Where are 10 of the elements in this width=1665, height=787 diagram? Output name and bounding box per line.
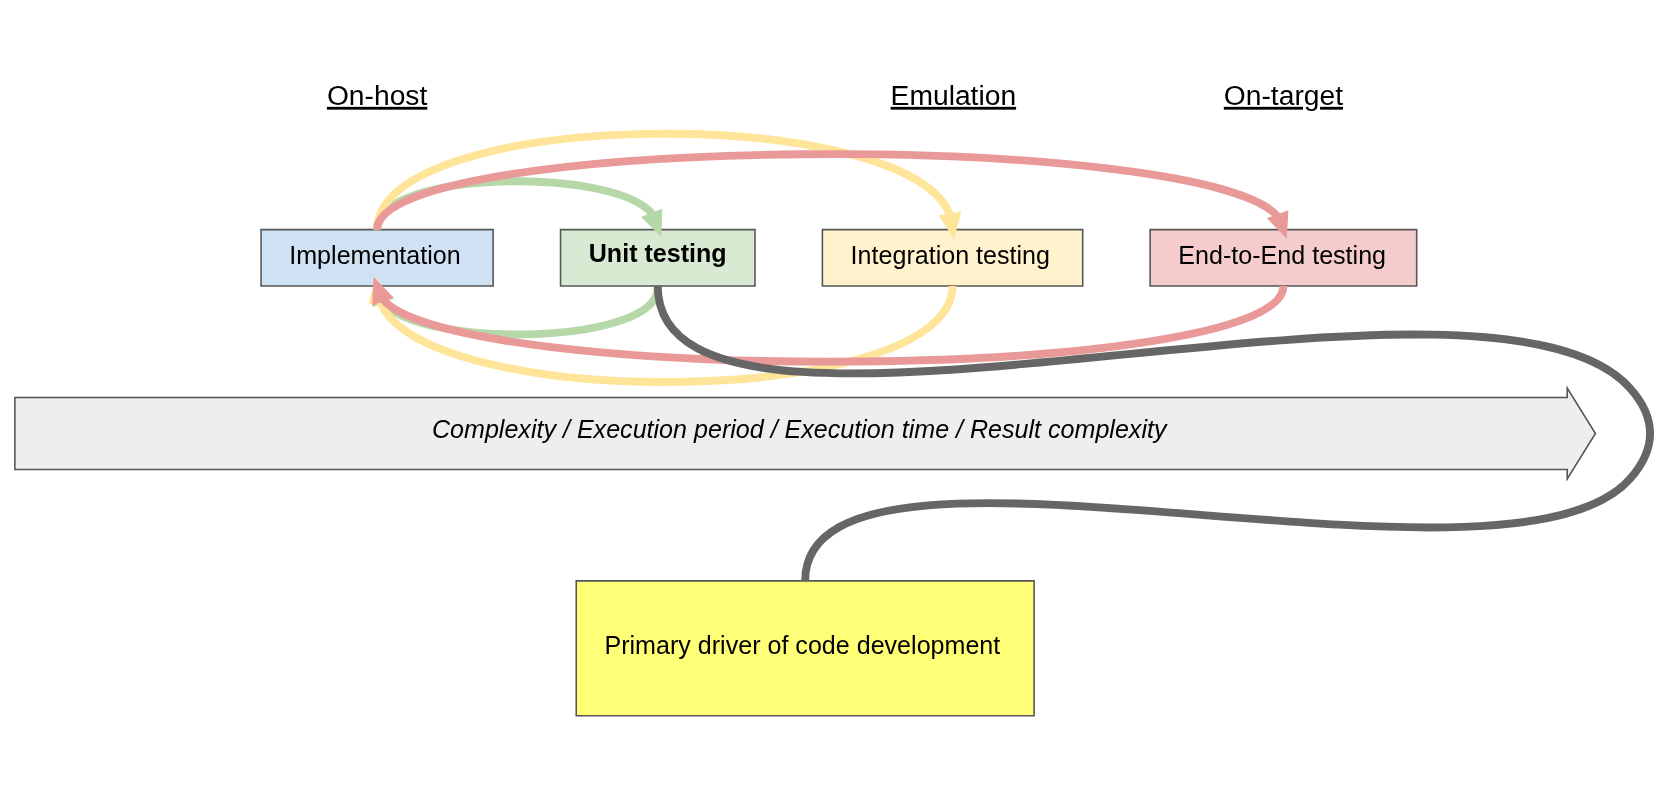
node-box: End-to-End testing <box>1149 228 1418 287</box>
label: Emulation <box>890 78 1017 111</box>
label: On-target <box>1223 78 1344 111</box>
label: On-host <box>326 78 428 111</box>
node-box: Integration testing <box>821 228 1084 287</box>
arrow <box>373 150 1289 239</box>
node-box: Primary driver of code development <box>575 580 1035 717</box>
arrow <box>373 130 962 240</box>
node-box: Unit testing <box>559 228 756 287</box>
node-box: Implementation <box>260 228 494 287</box>
